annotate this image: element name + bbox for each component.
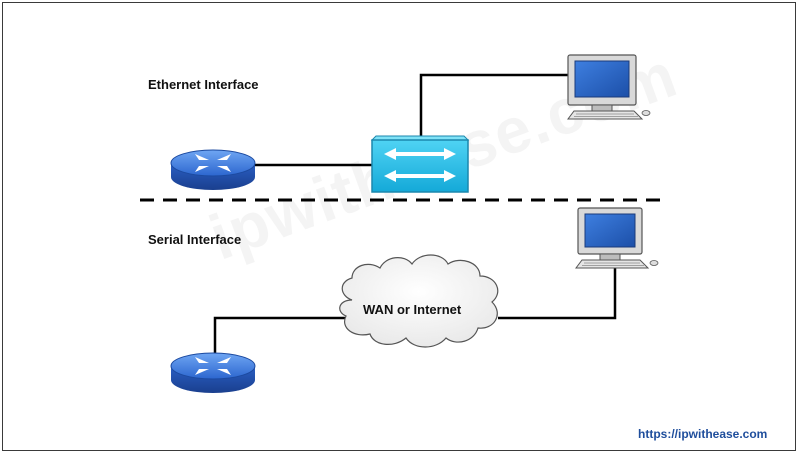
link-cloud-pc2 [498,268,617,320]
link-switch-pc1 [419,73,568,140]
switch-icon [370,135,470,193]
desktop-computer-icon [575,207,659,269]
cloud-label: WAN or Internet [363,302,462,317]
ethernet-interface-label: Ethernet Interface [148,77,259,92]
desktop-computer-icon [567,54,651,120]
cloud-icon [339,254,499,348]
diagram-frame [2,2,796,451]
footer-url[interactable]: https://ipwithease.com [638,427,768,441]
router-icon [170,149,256,190]
serial-interface-label: Serial Interface [148,232,242,247]
router-icon [170,352,256,393]
